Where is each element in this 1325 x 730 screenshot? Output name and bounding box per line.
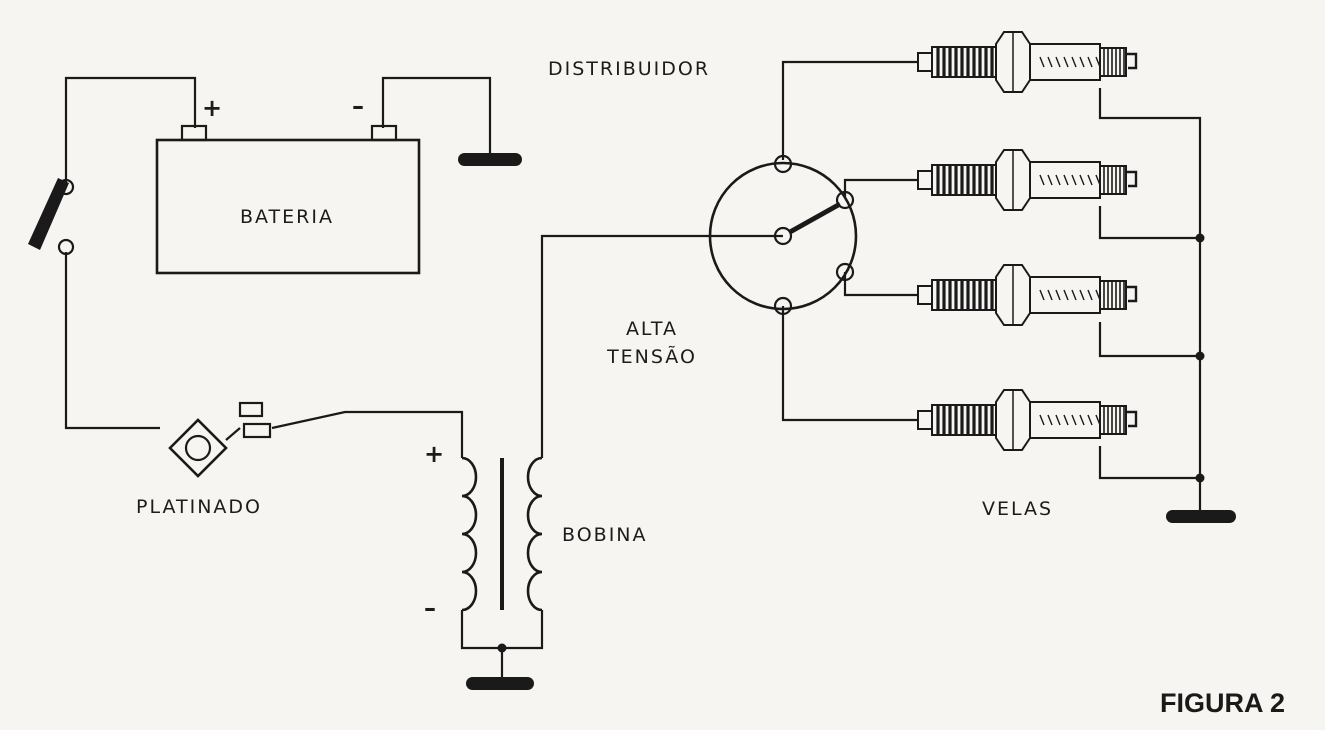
breaker-points-label: PLATINADO bbox=[136, 496, 263, 518]
ground-symbol bbox=[458, 153, 522, 166]
spark-plug bbox=[917, 264, 1138, 326]
spark-plugs-label: VELAS bbox=[982, 498, 1054, 520]
coil-minus-sign: – bbox=[424, 594, 436, 622]
figure-caption: FIGURA 2 bbox=[1160, 688, 1286, 718]
coil-label: BOBINA bbox=[562, 524, 648, 546]
high-voltage-label-line2: TENSÃO bbox=[607, 346, 697, 368]
wiring bbox=[64, 60, 1202, 680]
spark-plug bbox=[917, 31, 1138, 93]
battery bbox=[155, 124, 421, 275]
junction-dot bbox=[1195, 233, 1205, 243]
ignition-coil bbox=[461, 456, 543, 612]
breaker-points bbox=[168, 401, 272, 478]
ignition-switch bbox=[28, 178, 75, 256]
spark-plugs bbox=[917, 31, 1138, 451]
ground-symbol bbox=[1166, 510, 1236, 523]
battery-label: BATERIA bbox=[240, 206, 334, 228]
spark-plug bbox=[917, 389, 1138, 451]
battery-plus-sign: + bbox=[202, 94, 223, 122]
coil-plus-sign: + bbox=[424, 440, 445, 468]
junction-dot bbox=[1195, 473, 1205, 483]
battery-minus-sign: – bbox=[352, 92, 364, 120]
junction-dot bbox=[1195, 351, 1205, 361]
distributor bbox=[708, 154, 858, 316]
spark-plug bbox=[917, 149, 1138, 211]
junction-dot bbox=[497, 643, 507, 653]
distributor-label: DISTRIBUIDOR bbox=[548, 58, 711, 80]
ground-symbol bbox=[466, 677, 534, 690]
high-voltage-label-line1: ALTA bbox=[625, 318, 679, 340]
